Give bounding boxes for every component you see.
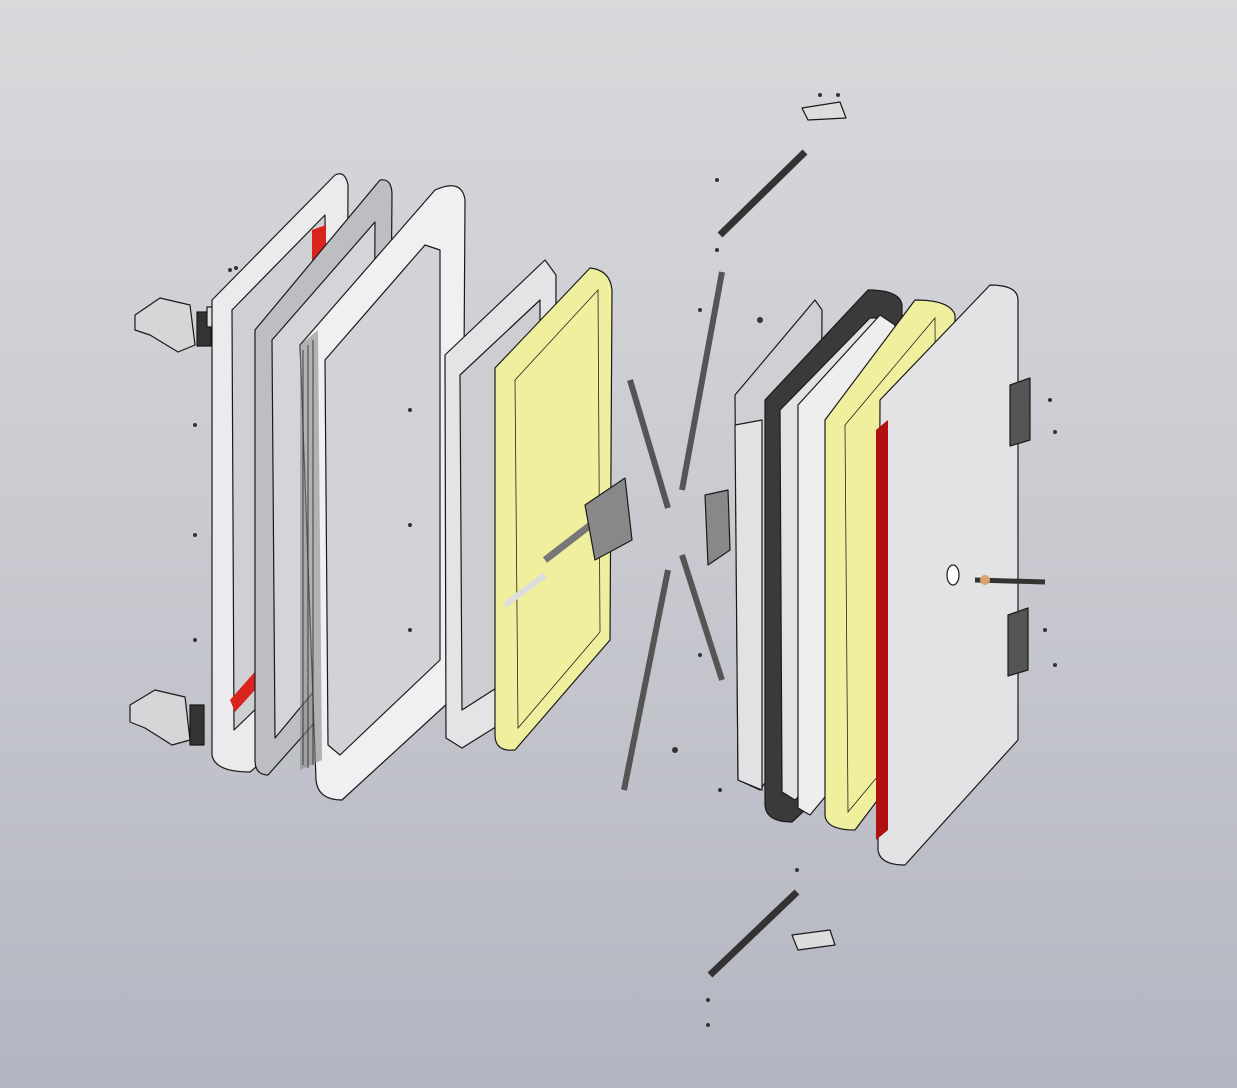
gas-strut-bottom — [707, 889, 836, 978]
handle-hole — [946, 564, 960, 586]
hinge-bracket-bottom — [129, 689, 205, 746]
handle-spindle — [503, 477, 633, 608]
bushing — [980, 575, 990, 585]
hatched-seal-edge — [300, 330, 322, 770]
insulation-panel-left — [494, 267, 613, 751]
gasket-frame — [299, 185, 466, 801]
fasteners — [193, 93, 1057, 1027]
hinge-lower — [1007, 607, 1029, 677]
linkage-arms — [621, 271, 731, 791]
hinge-upper — [1009, 377, 1031, 447]
gas-strut-top — [717, 101, 847, 238]
door-leaf — [876, 284, 1046, 866]
hinge-bracket-top — [134, 297, 221, 353]
red-seal-strip — [876, 420, 888, 840]
